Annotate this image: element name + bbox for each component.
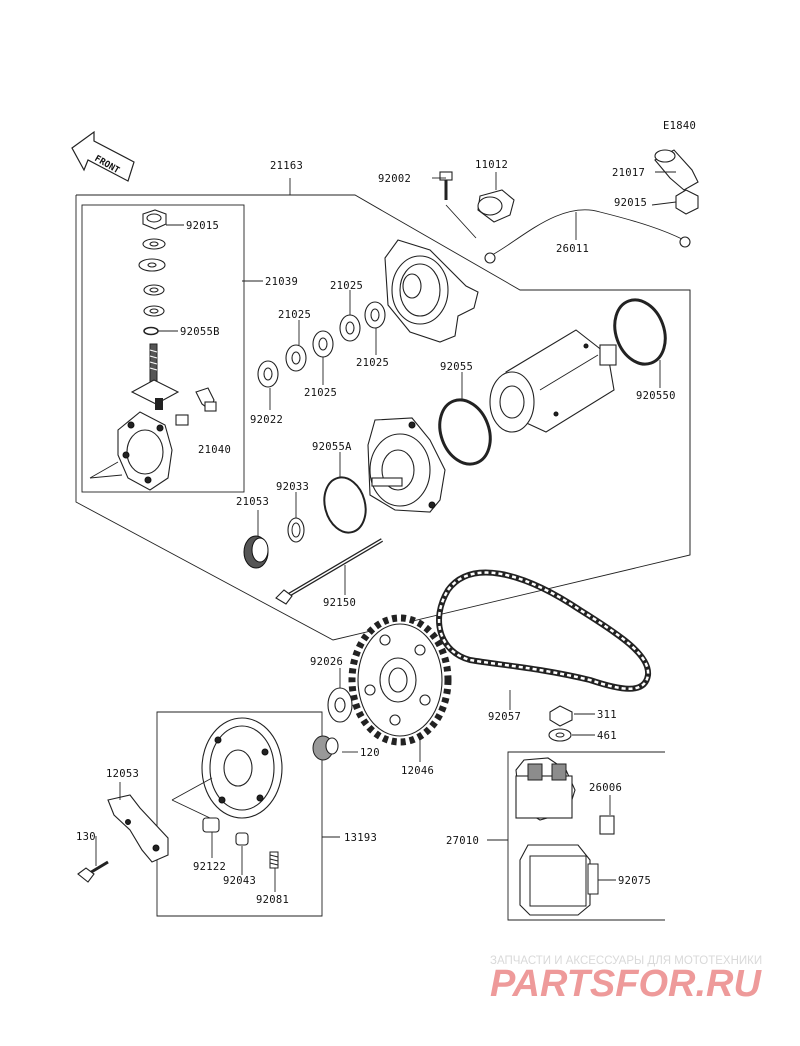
part-label-12053: 12053 [106,768,139,780]
frame-27010 [507,751,665,921]
brush-plate-icon [89,411,173,491]
part-label-21053: 21053 [236,496,269,508]
oil-seal-inner [291,522,301,538]
chain-icon [436,569,652,692]
part-label-26011: 26011 [556,243,589,255]
part-label-120: 120 [360,747,380,759]
part-label-92150: 92150 [323,597,356,609]
washer-92026-hole [334,697,346,713]
part-label-92081: 92081 [256,894,289,906]
part-label-21025-c: 21025 [356,357,389,369]
o-ring-92055-icon [438,398,492,466]
part-label-92055: 92055 [440,361,473,373]
nut-icon [675,189,699,215]
part-label-92055A: 92055A [312,441,352,453]
part-label-11012: 11012 [475,159,508,171]
part-label-21163: 21163 [270,160,303,172]
bolt-130-icon [77,860,109,883]
o-ring-icon [143,326,159,336]
nut-icon [142,209,167,230]
washer-hole [149,308,159,314]
part-label-92015-top: 92015 [614,197,647,209]
diagram-code: E1840 [663,120,696,132]
part-label-26006: 26006 [589,782,622,794]
part-label-130: 130 [76,831,96,843]
rear-end-cover-icon [384,239,479,343]
front-arrow-icon: FRONT [71,130,135,182]
o-ring-920550-icon [613,298,667,366]
part-label-21017: 21017 [612,167,645,179]
part-label-21040: 21040 [198,444,231,456]
frame-outline [75,195,691,641]
part-label-21025-a: 21025 [330,280,363,292]
part-label-92057: 92057 [488,711,521,723]
part-label-311: 311 [597,709,617,721]
brush-spring-icon [175,387,217,426]
washer-hole [147,262,157,268]
part-label-92055B: 92055B [180,326,220,338]
part-label-461: 461 [597,730,617,742]
front-end-cover-icon [367,417,446,513]
part-label-21039: 21039 [265,276,298,288]
part-label-27010: 27010 [446,835,479,847]
watermark-tagline: ЗАПЧАСТИ И АКСЕССУАРЫ ДЛЯ МОТОТЕХНИКИ [490,955,762,967]
leader-lines [95,171,677,892]
spring-icon [269,851,279,869]
sprocket-icon [348,614,452,746]
part-label-92075: 92075 [618,875,651,887]
part-label-92122: 92122 [193,861,226,873]
part-label-920550: 920550 [636,390,676,402]
fuse-icon [599,815,615,835]
washer-hole [149,241,159,247]
part-label-92002: 92002 [378,173,411,185]
part-label-92033: 92033 [276,481,309,493]
motor-yoke-icon [489,329,617,433]
gear-21053-icon [243,535,269,569]
part-label-92015: 92015 [186,220,219,232]
o-ring-92055a-icon [323,476,367,534]
bracket-icon [107,794,169,863]
lead-wire-icon [484,209,691,264]
nut-311-icon [549,705,573,727]
idle-gear-icon [312,735,339,761]
frame-21039 [81,204,245,493]
cap-plunger-icon [235,832,249,846]
relay-boot-icon [519,844,599,916]
part-label-92026: 92026 [310,656,343,668]
roller-icon [202,817,220,833]
part-label-21025-d: 21025 [304,387,337,399]
cap-icon [477,189,515,223]
washer-21025-icon [257,301,386,388]
washer-461-hole [555,732,565,738]
boot-icon [654,149,699,191]
bolt-92002-icon [439,171,453,200]
starter-clutch-icon [171,717,283,819]
washer-hole [149,287,159,293]
starter-relay-icon [515,757,576,821]
part-label-13193: 13193 [344,832,377,844]
part-label-92043: 92043 [223,875,256,887]
watermark-brand: PARTSFOR.RU [490,963,762,1005]
leader-92002-dash [445,204,477,239]
part-label-12046: 12046 [401,765,434,777]
through-bolt-icon [275,538,384,605]
terminal-bolt-icon [130,343,180,410]
part-label-21025-b: 21025 [278,309,311,321]
part-label-92022: 92022 [250,414,283,426]
